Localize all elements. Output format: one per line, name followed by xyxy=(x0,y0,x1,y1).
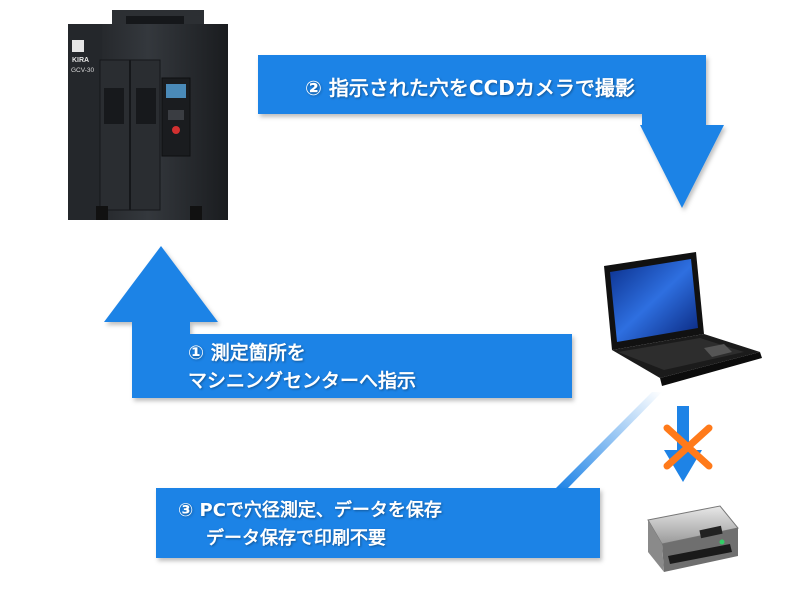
step3-label: ③ PCで穴径測定、データを保存 データ保存で印刷不要 xyxy=(178,497,442,553)
step1-line1: ① 測定箇所を xyxy=(188,342,306,364)
arrow-step2 xyxy=(258,55,724,208)
step3-line1: ③ PCで穴径測定、データを保存 xyxy=(178,500,442,521)
link-line xyxy=(556,392,662,488)
arrow-step1 xyxy=(104,246,572,398)
step1-label: ① 測定箇所を マシニングセンターへ指示 xyxy=(188,339,416,395)
step3-line2: データ保存で印刷不要 xyxy=(206,528,386,549)
machine-model: GCV-30 xyxy=(71,67,95,74)
printer-image xyxy=(647,505,739,572)
step1-line2: マシニングセンターへ指示 xyxy=(188,370,417,392)
machining-center-image: KIRA GCV-30 xyxy=(68,10,228,220)
machine-brand: KIRA xyxy=(72,57,89,64)
laptop-image xyxy=(604,252,762,386)
cross-icon xyxy=(663,424,713,470)
step3-box xyxy=(156,488,600,558)
step2-label: ② 指示された穴をCCDカメラで撮影 xyxy=(305,76,635,100)
